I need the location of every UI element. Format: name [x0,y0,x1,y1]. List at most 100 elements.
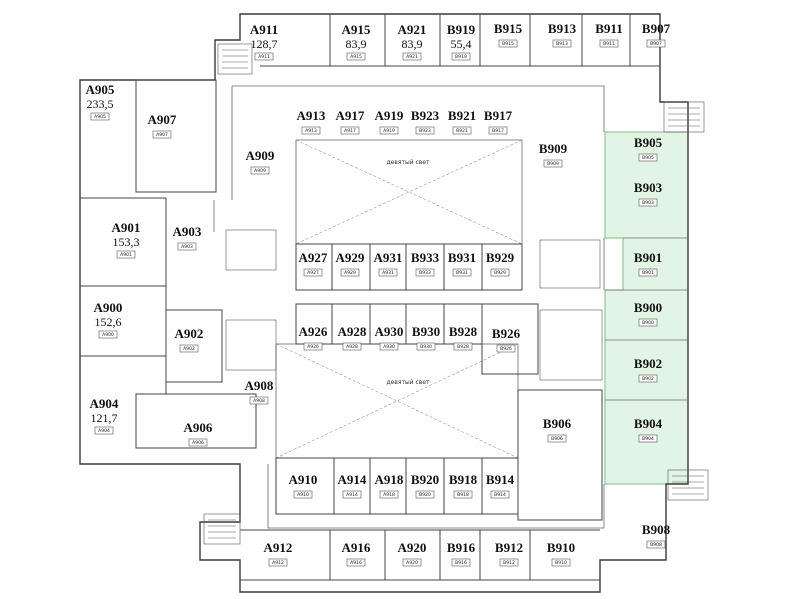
room-tag-a919: A919 [383,128,395,134]
room-tag-box-a905 [90,112,110,121]
room-tag-b907: B907 [650,41,662,47]
room-tag-a912: A912 [272,560,284,566]
room-label-a913: A913 [297,108,326,123]
room-label-a909: A909 [246,148,275,163]
room-label-a907: A907 [148,112,177,127]
room-tag-a921: A921 [406,54,418,60]
room-area-a915: 83,9 [346,37,367,51]
room-tag-a918: A918 [383,492,395,498]
room-tag-a916: A916 [350,560,362,566]
room-label-b908: B908 [642,522,671,537]
room-tag-box-a915 [346,52,366,61]
room-tag-b901: B901 [642,270,654,276]
room-tag-box-a920 [402,558,422,567]
room-tag-box-b910 [551,558,571,567]
room-tag-box-a909 [250,166,270,175]
room-label-a919: A919 [375,108,404,123]
middle-room-row-1 [295,243,523,291]
room-tag-a927: A927 [307,270,319,276]
room-label-a920: A920 [398,540,427,555]
room-tag-a929: A929 [344,270,356,276]
room-tag-box-a914 [342,490,362,499]
room-tag-box-b909 [543,159,563,168]
room-label-a917: A917 [336,108,365,123]
room-label-a921: A921 [398,22,427,37]
north-atrium [295,139,523,245]
room-tag-box-b907 [646,39,666,48]
room-label-a928: A928 [338,324,367,339]
room-tag-a900: A900 [102,332,114,338]
room-label-b921: B921 [448,108,476,123]
room-tag-box-a906 [188,438,208,447]
room-tag-box-a913 [301,126,321,135]
room-label-a912: A912 [264,540,293,555]
stairwell-nw [217,43,253,75]
room-tag-box-b904 [638,434,658,443]
room-label-a902: A902 [175,326,204,341]
room-label-a910: A910 [289,472,318,487]
room-tag-a905: A905 [94,114,106,120]
room-tag-box-a900 [98,330,118,339]
room-tag-b931: B931 [456,270,468,276]
room-label-a929: A929 [336,250,365,265]
room-tag-a911: A911 [258,54,270,60]
room-tag-b904: B904 [642,436,654,442]
room-label-b907: B907 [642,21,671,36]
room-tag-box-a918 [379,490,399,499]
room-label-b920: B920 [411,472,439,487]
room-tag-a910: A910 [297,492,309,498]
room-tag-box-b921 [452,126,472,135]
east-wing-partitions [605,237,688,401]
room-tag-box-a927 [303,268,323,277]
room-tag-box-a912 [268,558,288,567]
room-tag-box-b928 [453,342,473,351]
room-tag-box-b916 [451,558,471,567]
room-tag-b915: B915 [502,41,514,47]
room-tag-box-a908 [249,396,269,405]
room-tag-a908: A908 [253,398,265,404]
room-tag-box-b915 [498,39,518,48]
room-area-b919: 55,4 [451,37,472,51]
room-label-a926: A926 [299,324,328,339]
room-label-b902: B902 [634,356,662,371]
atrium-label-north: девятый свет [386,159,430,166]
room-tag-b900: B900 [642,320,654,326]
room-tag-box-a931 [378,268,398,277]
room-tag-box-b900 [638,318,658,327]
room-tag-box-b920 [415,490,435,499]
room-label-b909: B909 [539,141,568,156]
room-tag-box-b929 [490,268,510,277]
room-tag-box-b912 [499,558,519,567]
room-label-b923: B923 [411,108,440,123]
room-label-a900: A900 [94,300,123,315]
room-label-b906: B906 [543,416,572,431]
room-tag-box-a904 [94,426,114,435]
room-tag-box-b918 [453,490,473,499]
room-tag-box-a916 [346,558,366,567]
room-label-b926: B926 [492,326,521,341]
room-tag-box-b902 [638,374,658,383]
room-tag-box-b908 [646,540,666,549]
room-label-a918: A918 [375,472,404,487]
room-tag-a915: A915 [350,54,362,60]
room-tag-box-b926 [496,344,516,353]
room-tag-b905: B905 [642,155,654,161]
bottom-room-row [240,529,600,581]
room-area-a911: 128,7 [251,37,278,51]
stairwell-ne [663,101,705,133]
room-tag-a906: A906 [192,440,204,446]
room-tag-box-a911 [254,52,274,61]
room-tag-b926: B926 [500,346,512,352]
room-area-a901: 153,3 [113,235,140,249]
room-tag-a902: A902 [183,346,195,352]
room-tag-b911: B911 [603,41,615,47]
room-label-b917: B917 [484,108,513,123]
room-label-b930: B930 [412,324,440,339]
room-tag-box-a926 [303,342,323,351]
room-label-b931: B931 [448,250,476,265]
room-tag-box-b930 [416,342,436,351]
room-area-a921: 83,9 [402,37,423,51]
stairwell-central-west [225,229,277,371]
room-label-b901: B901 [634,250,662,265]
